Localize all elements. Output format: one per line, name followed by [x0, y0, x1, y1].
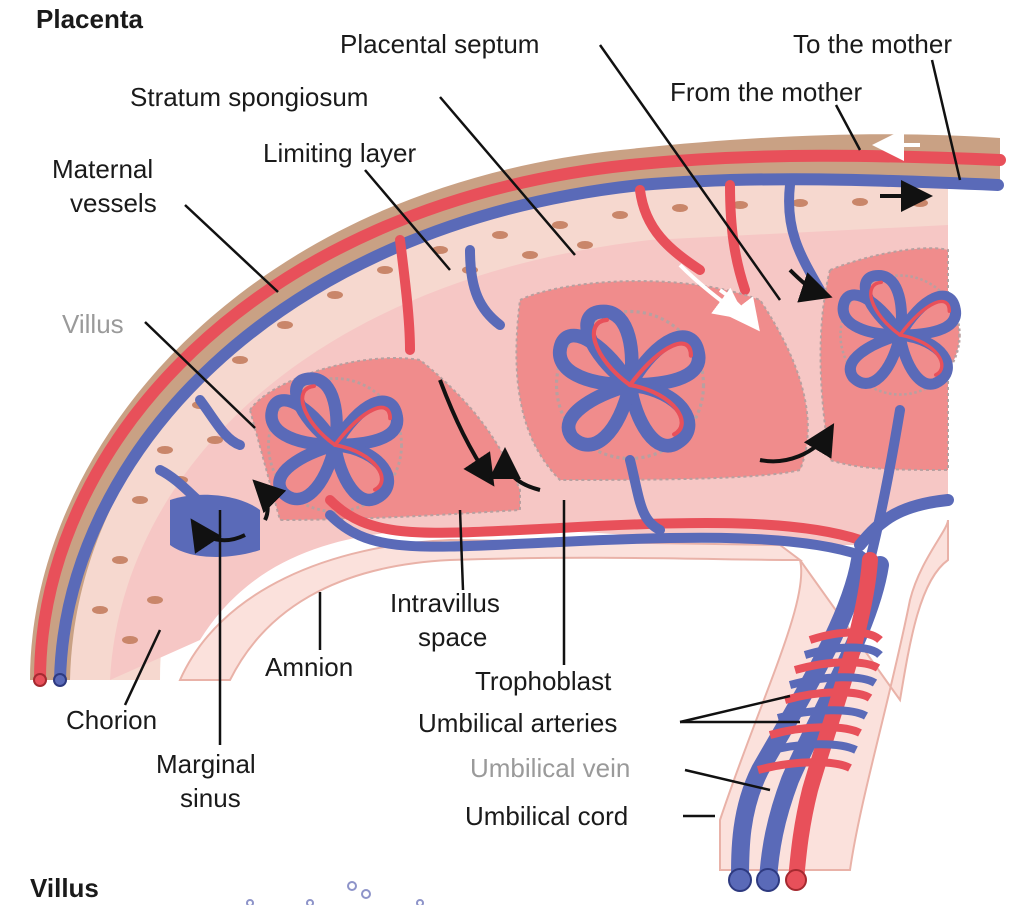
label-marginal-sinus-line2: sinus [180, 783, 241, 813]
label-marginal-sinus-line1: Marginal [156, 749, 256, 779]
decorative-dots [247, 882, 423, 905]
label-maternal-vessels-line1: Maternal [52, 154, 153, 184]
label-amnion: Amnion [265, 652, 353, 682]
villus-left [269, 379, 402, 512]
label-intravillus-space-line2: space [418, 622, 487, 652]
label-umbilical-arteries: Umbilical arteries [418, 708, 617, 738]
label-umbilical-cord: Umbilical cord [465, 801, 628, 831]
label-from-the-mother: From the mother [670, 77, 863, 107]
marginal-sinus-pool [170, 495, 260, 557]
label-trophoblast: Trophoblast [475, 666, 612, 696]
label-stratum-spongiosum: Stratum spongiosum [130, 82, 368, 112]
label-to-the-mother: To the mother [793, 29, 952, 59]
villus-center [557, 312, 704, 459]
label-chorion: Chorion [66, 705, 157, 735]
label-maternal-vessels-line2: vessels [70, 188, 157, 218]
label-placental-septum: Placental septum [340, 29, 539, 59]
label-intravillus-space-line1: Intravillus [390, 588, 500, 618]
footer-title: Villus [30, 873, 99, 903]
label-villus: Villus [62, 309, 124, 339]
label-limiting-layer: Limiting layer [263, 138, 417, 168]
title: Placenta [36, 4, 143, 34]
label-umbilical-vein: Umbilical vein [470, 753, 630, 783]
villus-right [841, 276, 960, 395]
